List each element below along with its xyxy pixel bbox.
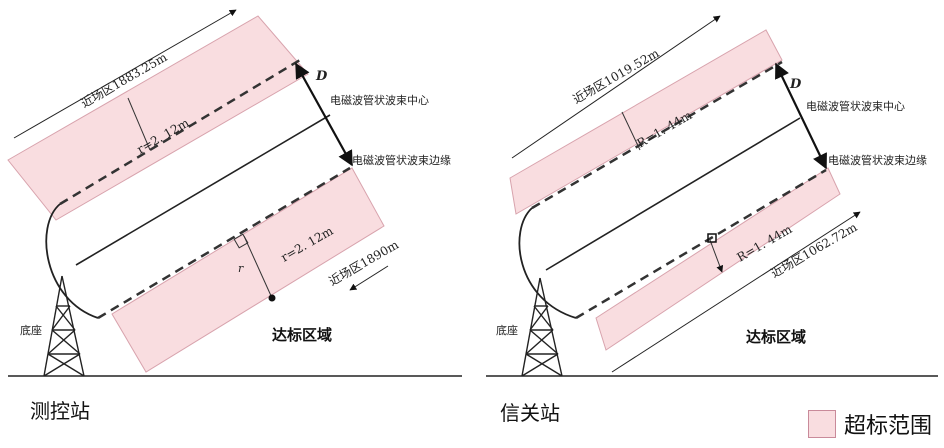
- right-radius-bottom-line: [709, 239, 724, 273]
- legend-swatch: [808, 410, 836, 438]
- left-beam-edge-bottom: [97, 166, 351, 320]
- left-panel: 近场区1883.25m r=2. 12m r=2. 12m r 近场区1890m…: [7, 9, 462, 423]
- right-panel: 近场区1019.52m R=1. 44m R=1. 44m 近场区1062.72…: [486, 15, 938, 425]
- left-compliance-zone-label: 达标区域: [272, 326, 332, 344]
- left-exceed-zone-bottom: [111, 167, 385, 373]
- right-beam-edge-label: 电磁波管状波束边缘: [828, 153, 927, 167]
- right-near-field-bottom-arrow: [611, 211, 861, 373]
- left-beam-edge-label: 电磁波管状波束边缘: [352, 153, 451, 167]
- right-radius-top-line: [621, 111, 641, 151]
- right-beam-edge-bottom: [575, 168, 827, 320]
- left-beam-center-label: 电磁波管状波束中心: [330, 93, 429, 107]
- right-base-tower: [521, 277, 563, 377]
- right-station-name: 信关站: [500, 401, 560, 425]
- right-compliance-zone-label: 达标区域: [746, 328, 806, 346]
- right-base-label: 底座: [496, 323, 518, 337]
- left-beam-center: [75, 114, 331, 266]
- legend-label: 超标范围: [844, 414, 933, 439]
- legend: 超标范围: [786, 404, 944, 444]
- left-station-name: 测控站: [30, 399, 90, 423]
- left-diameter-label: D: [315, 69, 328, 84]
- right-diameter-label: D: [789, 77, 802, 92]
- right-right-angle-mark: [707, 233, 717, 243]
- left-radius-top-line: [127, 97, 151, 151]
- right-dish-reflector: [518, 207, 577, 319]
- right-near-field-top-arrow: [511, 15, 721, 159]
- left-dish-reflector: [45, 203, 99, 319]
- right-exceed-zone-top: [509, 29, 783, 215]
- left-radius-end-dot: [268, 294, 276, 302]
- right-exceed-zone-bottom: [595, 167, 841, 351]
- right-beam-edge-top: [531, 60, 783, 210]
- left-beam-edge-top: [59, 58, 301, 206]
- left-diameter-arrow: [295, 62, 353, 167]
- left-radius-bottom-line: [243, 235, 273, 299]
- left-right-angle-mark: [233, 233, 249, 249]
- left-exceed-zone-top: [7, 15, 309, 221]
- left-base-label: 底座: [20, 323, 42, 337]
- left-near-field-top-arrow: [13, 9, 237, 139]
- right-near-field-top-label: 近场区1019.52m: [571, 46, 663, 107]
- left-base-tower: [43, 275, 85, 377]
- right-beam-center: [545, 117, 801, 271]
- left-near-field-bottom-arrow: [349, 265, 389, 291]
- left-radius-symbol: r: [238, 262, 244, 275]
- right-beam-center-label: 电磁波管状波束中心: [806, 99, 905, 113]
- right-diameter-arrow: [775, 62, 827, 170]
